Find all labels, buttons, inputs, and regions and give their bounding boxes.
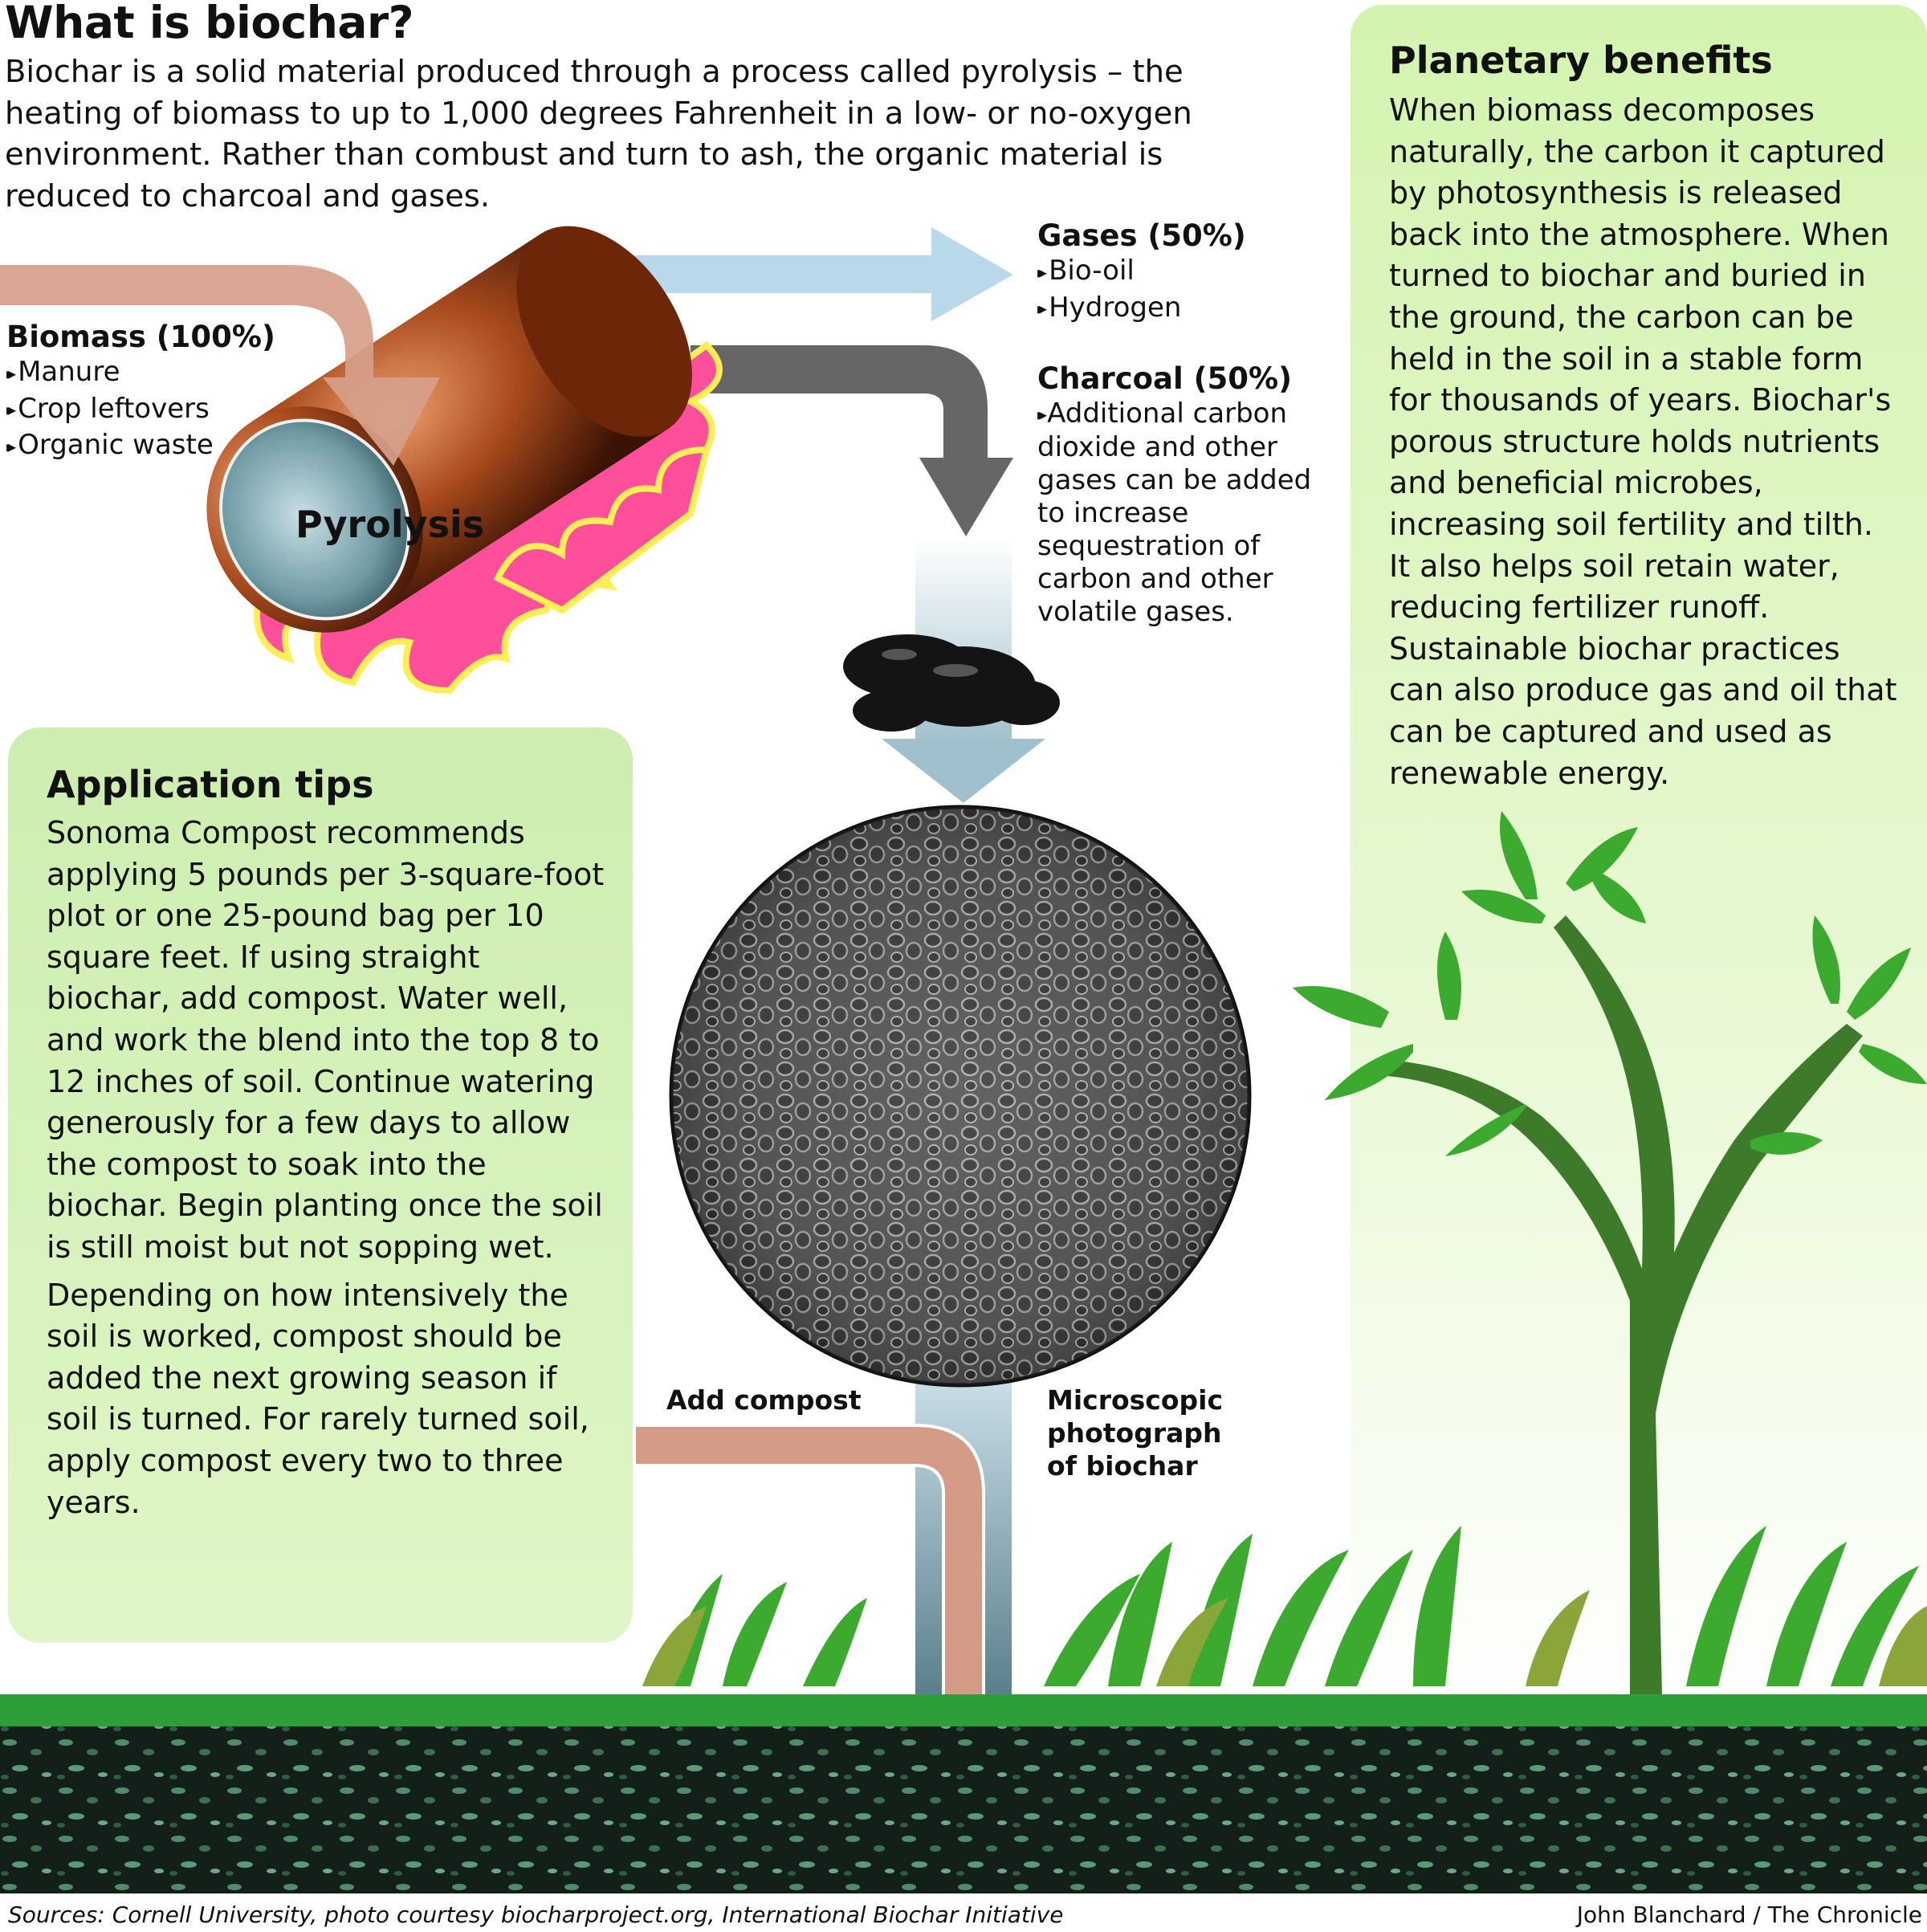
- charcoal-note-text: Additional carbon dioxide and other gase…: [1037, 397, 1312, 628]
- charcoal-label: Charcoal (50%): [1037, 361, 1292, 396]
- biomass-block: Biomass (100%) Manure Crop leftovers Org…: [6, 320, 275, 464]
- gases-block: Gases (50%) Bio-oil Hydrogen: [1037, 218, 1246, 326]
- list-item: Manure: [6, 354, 275, 391]
- application-title: Application tips: [47, 763, 374, 806]
- pyrolysis-label: Pyrolysis: [295, 503, 485, 546]
- page-title: What is biochar?: [5, 0, 414, 48]
- application-tips-panel: Application tips Sonoma Compost recommen…: [47, 763, 609, 1523]
- list-item: Crop leftovers: [6, 391, 275, 428]
- intro-text: Biochar is a solid material produced thr…: [5, 54, 1192, 214]
- micro-caption: Microscopic photograph of biochar: [1047, 1384, 1224, 1482]
- biomass-list: Manure Crop leftovers Organic waste: [6, 354, 275, 464]
- application-para-1: Sonoma Compost recommends applying 5 pou…: [47, 815, 605, 1265]
- biomass-label: Biomass (100%): [6, 320, 275, 354]
- charcoal-note: ▸▸Additional carbon dioxide and other ga…: [1037, 397, 1334, 629]
- list-item: Hydrogen: [1037, 290, 1246, 327]
- add-compost-label: Add compost: [666, 1384, 862, 1416]
- credit-line: John Blanchard / The Chronicle: [1576, 1901, 1922, 1928]
- gases-list: Bio-oil Hydrogen: [1037, 253, 1246, 326]
- list-item: Bio-oil: [1037, 253, 1246, 290]
- gases-label: Gases (50%): [1037, 218, 1246, 253]
- planetary-title: Planetary benefits: [1389, 39, 1773, 82]
- bullet-icon: ▸▸: [1037, 405, 1047, 424]
- planetary-text: When biomass decomposes naturally, the c…: [1389, 92, 1897, 791]
- application-para-2: Depending on how intensively the soil is…: [47, 1277, 589, 1520]
- planetary-benefits-panel: Planetary benefits When biomass decompos…: [1389, 39, 1903, 794]
- list-item: Organic waste: [6, 427, 275, 464]
- charcoal-block: Charcoal (50%) ▸▸Additional carbon dioxi…: [1037, 361, 1334, 629]
- sources-line: Sources: Cornell University, photo court…: [8, 1901, 1064, 1928]
